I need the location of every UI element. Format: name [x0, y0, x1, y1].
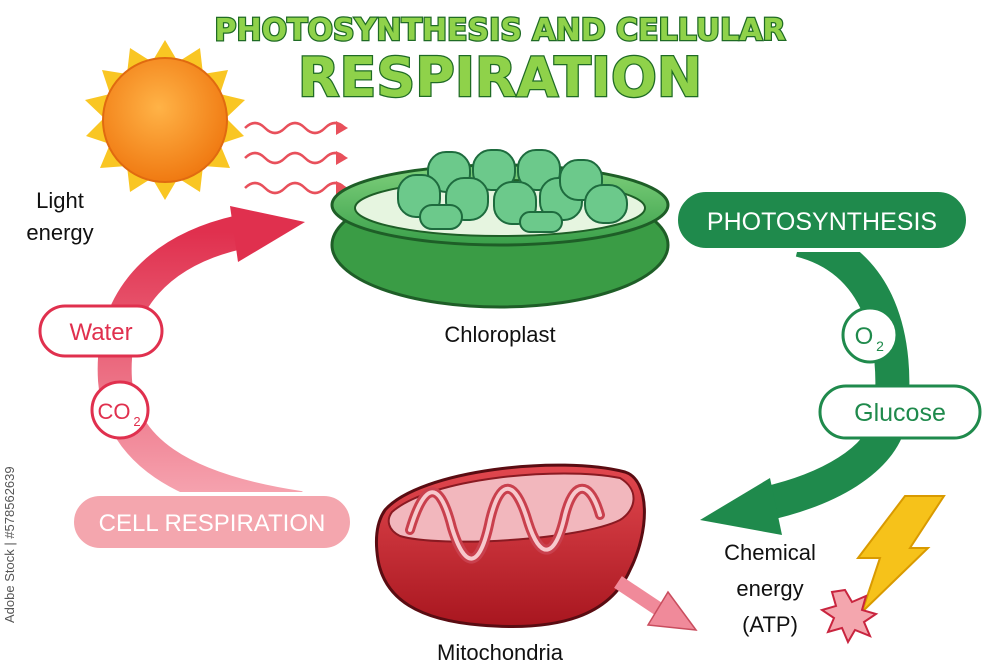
- mitochondria-illustration: [374, 463, 646, 629]
- light-rays: [244, 121, 348, 195]
- chloroplast-illustration: [330, 149, 670, 309]
- co2-pill: CO 2: [90, 380, 150, 440]
- water-label: Water: [69, 319, 132, 346]
- chemical-energy-label-2: energy: [736, 576, 803, 601]
- co2-label: CO: [98, 399, 131, 424]
- arrow-head: [230, 206, 305, 262]
- cell-respiration-label: CELL RESPIRATION: [99, 510, 326, 537]
- stock-watermark: Adobe Stock | #578562639: [2, 466, 17, 624]
- glucose-pill: Glucose: [818, 384, 982, 440]
- light-ray: [244, 151, 346, 165]
- atp-arrow: [614, 576, 698, 631]
- arrow-head: [700, 478, 782, 535]
- light-ray: [244, 181, 346, 195]
- respiration-arrow: [97, 206, 305, 525]
- chemical-energy-label-1: Chemical: [724, 540, 816, 565]
- photosynthesis-label: PHOTOSYNTHESIS: [707, 208, 937, 236]
- spark-icon: [819, 588, 879, 645]
- arrow-head: [336, 151, 348, 165]
- water-pill: Water: [38, 304, 164, 358]
- photosynthesis-pill: PHOTOSYNTHESIS: [674, 188, 970, 252]
- co2-subscript: 2: [133, 414, 140, 429]
- light-ray: [244, 121, 346, 135]
- sun-icon: [85, 40, 245, 200]
- chloroplast-label: Chloroplast: [444, 322, 555, 347]
- light-energy-label-2: energy: [26, 220, 93, 245]
- arrow-head: [336, 121, 348, 135]
- glucose-label: Glucose: [854, 399, 946, 427]
- mitochondria-label: Mitochondria: [437, 640, 564, 665]
- title-line-1: PHOTOSYNTHESIS AND CELLULAR: [214, 13, 785, 48]
- oxygen-label: O: [855, 323, 874, 350]
- lightning-bolt-icon: [819, 495, 946, 645]
- oxygen-pill: O 2: [841, 306, 899, 364]
- light-energy-label-1: Light: [36, 188, 84, 213]
- arrow-head: [646, 590, 698, 631]
- oxygen-subscript: 2: [876, 338, 884, 354]
- title: PHOTOSYNTHESIS AND CELLULAR RESPIRATION: [213, 12, 787, 111]
- chemical-energy-label-3: (ATP): [742, 612, 798, 637]
- title-line-2: RESPIRATION: [298, 46, 702, 109]
- cell-respiration-pill: CELL RESPIRATION: [70, 492, 354, 552]
